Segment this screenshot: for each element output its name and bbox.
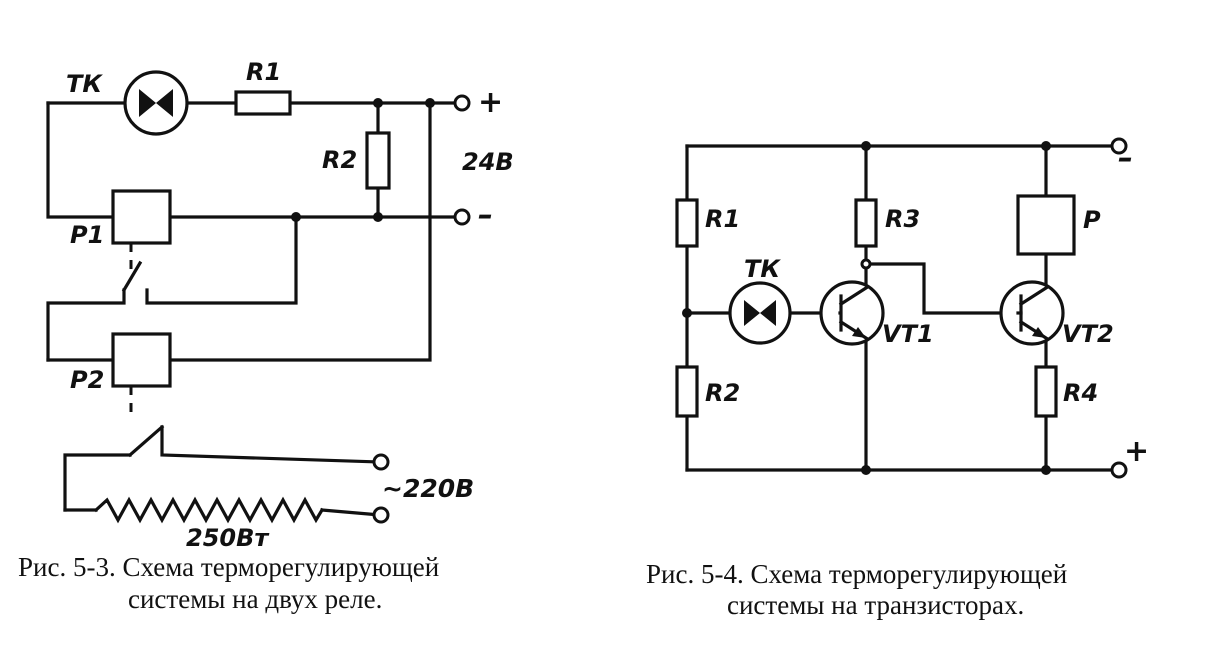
fig1-label-minus: –	[478, 198, 493, 233]
fig2-label-r3: R3	[885, 205, 920, 233]
figure-5-4: R1 R2 R3 R4 ТК VT1 VT2 Р – + Рис. 5-4. С…	[646, 137, 1149, 620]
fig1-label-power: 250Вт	[186, 524, 270, 552]
fig1-relay-p1	[111, 189, 172, 245]
fig2-thermocontact	[728, 281, 792, 345]
fig1-thermocontact	[123, 70, 189, 136]
fig1-wires	[46, 101, 457, 524]
fig2-resistor-r2	[675, 365, 699, 418]
fig1-label-plus: +	[478, 85, 503, 120]
fig2-transistor-vt2	[999, 280, 1065, 346]
fig2-resistor-r3	[854, 198, 878, 248]
fig2-caption-line-1: Рис. 5-4. Схема терморегулирующей	[646, 559, 1067, 589]
heater-resistor-zigzag	[93, 496, 325, 524]
fig2-label-r2: R2	[705, 379, 740, 407]
fig2-label-plus: +	[1124, 434, 1149, 469]
fig2-transistor-vt1	[819, 280, 885, 346]
fig2-terminal-plus	[1110, 461, 1128, 479]
fig2-resistor-r1	[675, 198, 699, 248]
fig2-caption-line-2: системы на транзисторах.	[727, 590, 1024, 620]
fig1-terminal-mains-top	[372, 453, 390, 471]
fig2-label-vt2: VT2	[1062, 320, 1114, 348]
fig2-resistor-r4	[1034, 365, 1058, 418]
fig1-terminal-plus	[453, 94, 471, 112]
fig1-label-tk: ТК	[66, 70, 103, 98]
fig1-label-mains: ~220В	[382, 474, 474, 503]
fig1-label-r1: R1	[246, 58, 281, 86]
fig1-terminal-minus	[453, 208, 471, 226]
fig1-label-p2: P2	[70, 366, 104, 394]
fig1-terminal-mains-bottom	[372, 506, 390, 524]
fig1-label-voltage: 24В	[462, 148, 514, 176]
fig1-label-p1: P1	[70, 221, 104, 249]
fig1-label-r2: R2	[322, 146, 357, 174]
fig2-label-minus: –	[1118, 141, 1133, 176]
fig1-resistor-r2	[365, 131, 391, 190]
fig1-relay-p2	[111, 332, 172, 388]
fig2-label-r4: R4	[1063, 379, 1098, 407]
fig2-terminal-minus	[1110, 137, 1128, 155]
fig2-relay-p	[1016, 194, 1076, 256]
fig2-label-tk: ТК	[744, 255, 781, 283]
figure-5-3: ТК R1 R2 P1 P2 24В + – ~220В 250Вт Рис. …	[18, 58, 514, 614]
fig2-label-vt1: VT1	[882, 320, 934, 348]
fig1-caption-line-2: системы на двух реле.	[128, 584, 382, 614]
fig1-resistor-r1	[234, 90, 292, 116]
fig1-caption-line-1: Рис. 5-3. Схема терморегулирующей	[18, 552, 439, 582]
fig2-label-r1: R1	[705, 205, 740, 233]
fig2-label-p: Р	[1083, 206, 1101, 234]
